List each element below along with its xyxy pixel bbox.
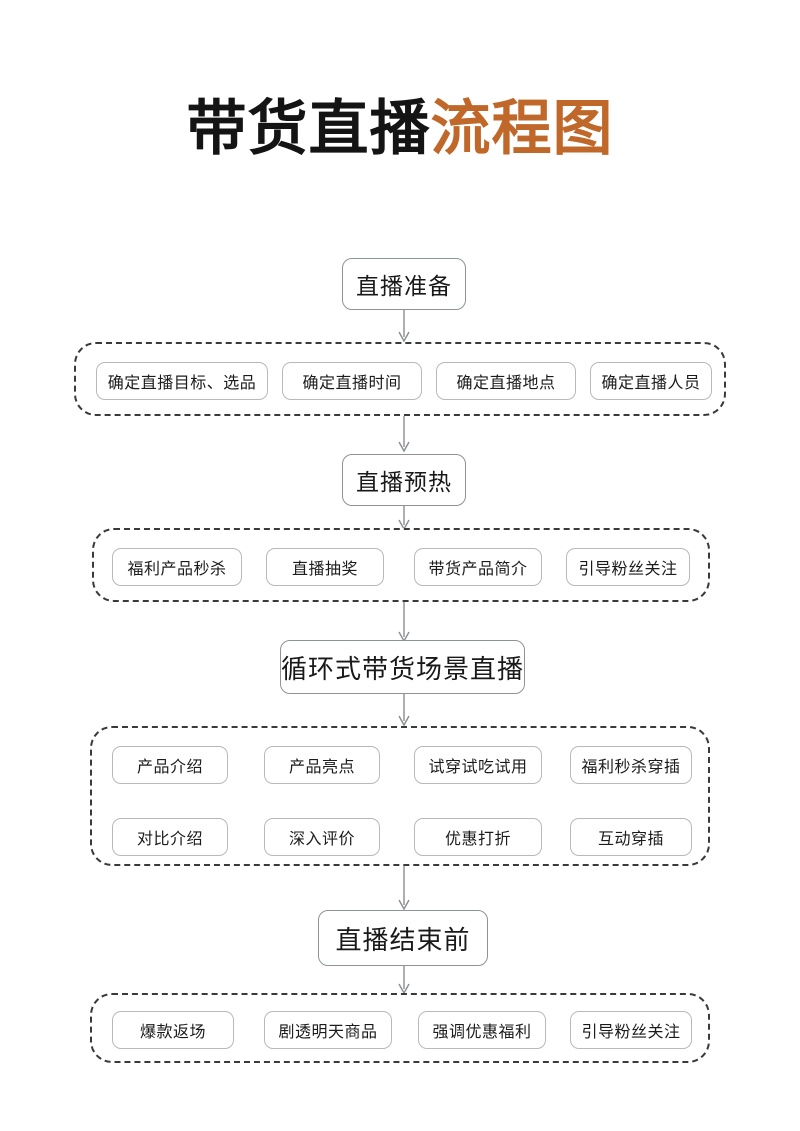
- chip-label: 产品介绍: [136, 759, 203, 776]
- stage-node-4[interactable]: 直播结束前: [318, 910, 488, 966]
- chip-label: 优惠打折: [444, 831, 511, 848]
- list-item[interactable]: 引导粉丝关注: [566, 548, 690, 586]
- list-item[interactable]: 确定直播地点: [436, 362, 576, 400]
- stage-node-1-label: 直播准备: [356, 274, 452, 299]
- page-title-dark: 带货直播: [186, 96, 431, 162]
- list-item[interactable]: 强调优惠福利: [418, 1011, 546, 1049]
- connector-arrow-5: [398, 694, 410, 727]
- stage-node-1[interactable]: 直播准备: [342, 258, 466, 310]
- chip-label: 带货产品简介: [428, 561, 528, 578]
- chip-label: 直播抽奖: [291, 561, 358, 578]
- chip-label: 强调优惠福利: [432, 1024, 532, 1041]
- list-item[interactable]: 对比介绍: [112, 818, 228, 856]
- stage-node-3-label: 循环式带货场景直播: [281, 654, 525, 684]
- list-item[interactable]: 剧透明天商品: [264, 1011, 392, 1049]
- list-item[interactable]: 确定直播人员: [590, 362, 712, 400]
- list-item[interactable]: 产品介绍: [112, 746, 228, 784]
- connector-arrow-2: [398, 416, 410, 453]
- chip-label: 引导粉丝关注: [578, 561, 678, 578]
- chip-label: 确定直播地点: [456, 375, 556, 392]
- connector-arrow-4: [398, 602, 410, 643]
- list-item[interactable]: 爆款返场: [112, 1011, 234, 1049]
- list-item[interactable]: 福利产品秒杀: [112, 548, 242, 586]
- list-item[interactable]: 确定直播时间: [282, 362, 422, 400]
- chip-label: 剧透明天商品: [278, 1024, 378, 1041]
- list-item[interactable]: 产品亮点: [264, 746, 380, 784]
- page-title-accent: 流程图: [430, 96, 614, 162]
- stage-group-4: 爆款返场 剧透明天商品 强调优惠福利 引导粉丝关注: [90, 993, 710, 1063]
- chip-label: 引导粉丝关注: [581, 1024, 681, 1041]
- list-item[interactable]: 优惠打折: [414, 818, 542, 856]
- chip-label: 试穿试吃试用: [428, 759, 528, 776]
- stage-node-2[interactable]: 直播预热: [342, 454, 466, 506]
- chip-label: 互动穿插: [597, 831, 664, 848]
- list-item[interactable]: 确定直播目标、选品: [96, 362, 268, 400]
- list-item[interactable]: 试穿试吃试用: [414, 746, 542, 784]
- list-item[interactable]: 直播抽奖: [266, 548, 384, 586]
- chip-label: 福利秒杀穿插: [581, 759, 681, 776]
- stage-group-3: 产品介绍 产品亮点 试穿试吃试用 福利秒杀穿插 对比介绍 深入评价 优惠打折 互…: [90, 726, 710, 866]
- stage-node-2-label: 直播预热: [356, 470, 452, 495]
- chip-label: 确定直播时间: [302, 375, 402, 392]
- chip-label: 深入评价: [288, 831, 355, 848]
- chip-label: 对比介绍: [136, 831, 203, 848]
- chip-label: 确定直播目标、选品: [107, 375, 257, 392]
- stage-group-1: 确定直播目标、选品 确定直播时间 确定直播地点 确定直播人员: [74, 342, 726, 416]
- list-item[interactable]: 带货产品简介: [414, 548, 542, 586]
- connector-arrow-1: [398, 310, 410, 343]
- chip-label: 确定直播人员: [601, 375, 701, 392]
- chip-label: 产品亮点: [288, 759, 355, 776]
- stage-node-3[interactable]: 循环式带货场景直播: [280, 640, 525, 694]
- list-item[interactable]: 互动穿插: [570, 818, 692, 856]
- list-item[interactable]: 深入评价: [264, 818, 380, 856]
- page-title: 带货直播流程图: [0, 96, 800, 162]
- stage-node-4-label: 直播结束前: [335, 925, 471, 955]
- chip-label: 爆款返场: [139, 1024, 206, 1041]
- list-item[interactable]: 引导粉丝关注: [570, 1011, 692, 1049]
- connector-arrow-7: [398, 966, 410, 995]
- chip-label: 福利产品秒杀: [127, 561, 227, 578]
- list-item[interactable]: 福利秒杀穿插: [570, 746, 692, 784]
- connector-arrow-6: [398, 866, 410, 911]
- stage-group-2: 福利产品秒杀 直播抽奖 带货产品简介 引导粉丝关注: [92, 528, 710, 602]
